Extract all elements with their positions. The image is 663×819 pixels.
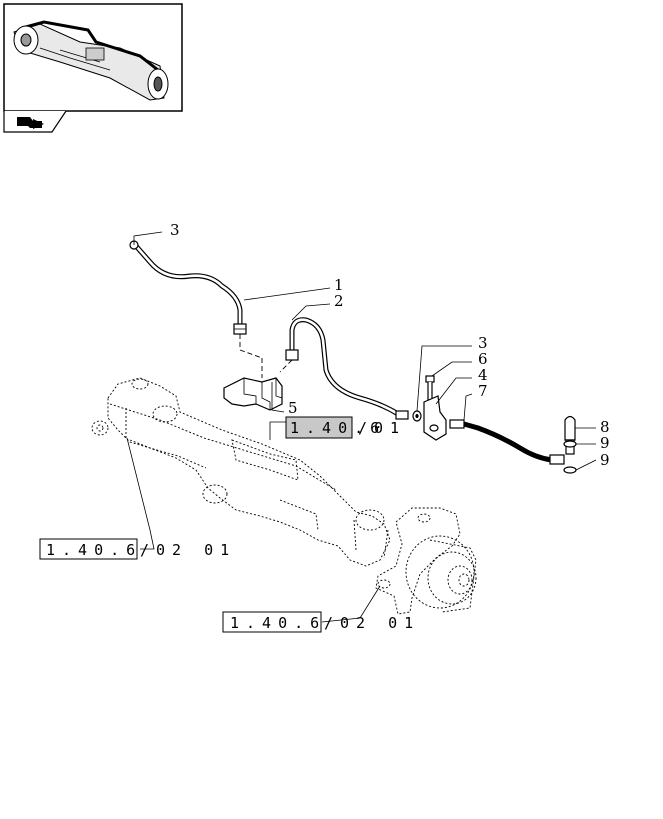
bolt-6[interactable] (425, 375, 435, 401)
ref-bottom-box: 1.40.6 (230, 614, 326, 632)
callout-7: 7 (478, 382, 488, 400)
thumbnail-frame[interactable] (3, 3, 183, 112)
washer-3[interactable] (412, 410, 422, 422)
ref-center-box: 1.40.6 (290, 419, 386, 437)
nav-arrow-icon (17, 117, 44, 129)
callout-8: 8 (600, 418, 610, 436)
ref-left-suffix: /02 01 (140, 541, 236, 559)
axle-housing-phantom (91, 377, 391, 567)
mount-bracket-4[interactable] (423, 395, 447, 441)
callout-3-right: 3 (478, 334, 488, 352)
ref-link-left[interactable]: 1.40.6 /02 01 (39, 538, 236, 560)
callout-9-b: 9 (600, 451, 610, 469)
pipe-clamp-bracket[interactable] (223, 377, 283, 411)
callout-1: 1 (334, 276, 344, 294)
nav-tab[interactable] (3, 110, 67, 133)
ref-bottom-suffix: /02 01 (324, 614, 420, 632)
ref-center-suffix: /01 (358, 419, 406, 437)
axle-thumbnail-icon (13, 20, 169, 101)
ref-left-box: 1.40.6 (46, 541, 142, 559)
ref-link-bottom[interactable]: 1.40.6 /02 01 (222, 611, 420, 633)
callout-9-a: 9 (600, 434, 610, 452)
callout-3-top: 3 (170, 221, 180, 239)
brake-pipe-1[interactable] (129, 240, 247, 335)
sealing-washer-9b[interactable] (563, 466, 577, 474)
sealing-washer-9a[interactable] (563, 440, 577, 448)
callout-6: 6 (478, 350, 488, 368)
flex-hose-7[interactable] (449, 419, 565, 465)
callout-2: 2 (334, 292, 344, 310)
steering-knuckle-phantom (375, 507, 477, 615)
banjo-bolt-8[interactable] (564, 415, 576, 455)
callout-4: 4 (478, 366, 488, 384)
callout-5: 5 (288, 399, 298, 417)
ref-link-center[interactable]: 1.40.6 /01 (285, 416, 406, 439)
brake-pipe-2[interactable] (285, 317, 409, 420)
